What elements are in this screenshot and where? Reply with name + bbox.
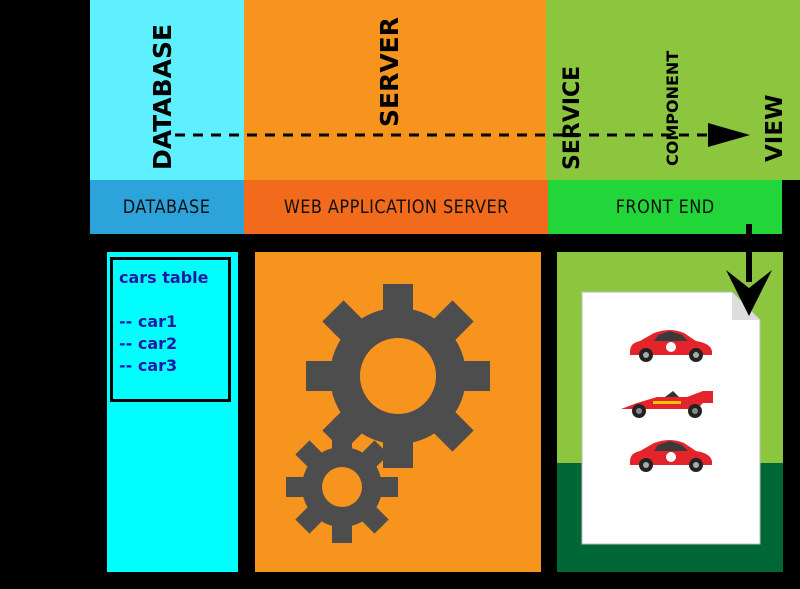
frontend-header-label: FRONT END — [615, 196, 715, 218]
database-header: DATABASE — [90, 180, 244, 234]
server-header: WEB APPLICATION SERVER — [244, 180, 548, 234]
gear-icon-small — [286, 431, 398, 543]
list-item: -- car2 — [119, 334, 178, 353]
server-column-top — [244, 0, 546, 180]
list-item: -- car1 — [119, 312, 178, 331]
formula-car-icon — [621, 391, 713, 418]
database-column-top — [90, 0, 244, 180]
arrow-down-icon — [726, 224, 772, 316]
sports-car-icon — [630, 330, 712, 362]
frontend-column-top — [546, 0, 800, 180]
cars-table: cars table -- car1 -- car2 -- car3 — [110, 257, 231, 402]
gear-icon-large — [306, 284, 490, 468]
document-icon — [581, 291, 761, 545]
race-car-icon — [630, 440, 712, 472]
database-panel — [107, 252, 238, 572]
cars-table-title: cars table — [119, 268, 209, 287]
database-header-label: DATABASE — [123, 196, 211, 218]
arrow-right-icon — [175, 123, 750, 147]
list-item: -- car3 — [119, 356, 178, 375]
server-header-label: WEB APPLICATION SERVER — [283, 196, 509, 218]
frontend-header: FRONT END — [548, 180, 782, 234]
